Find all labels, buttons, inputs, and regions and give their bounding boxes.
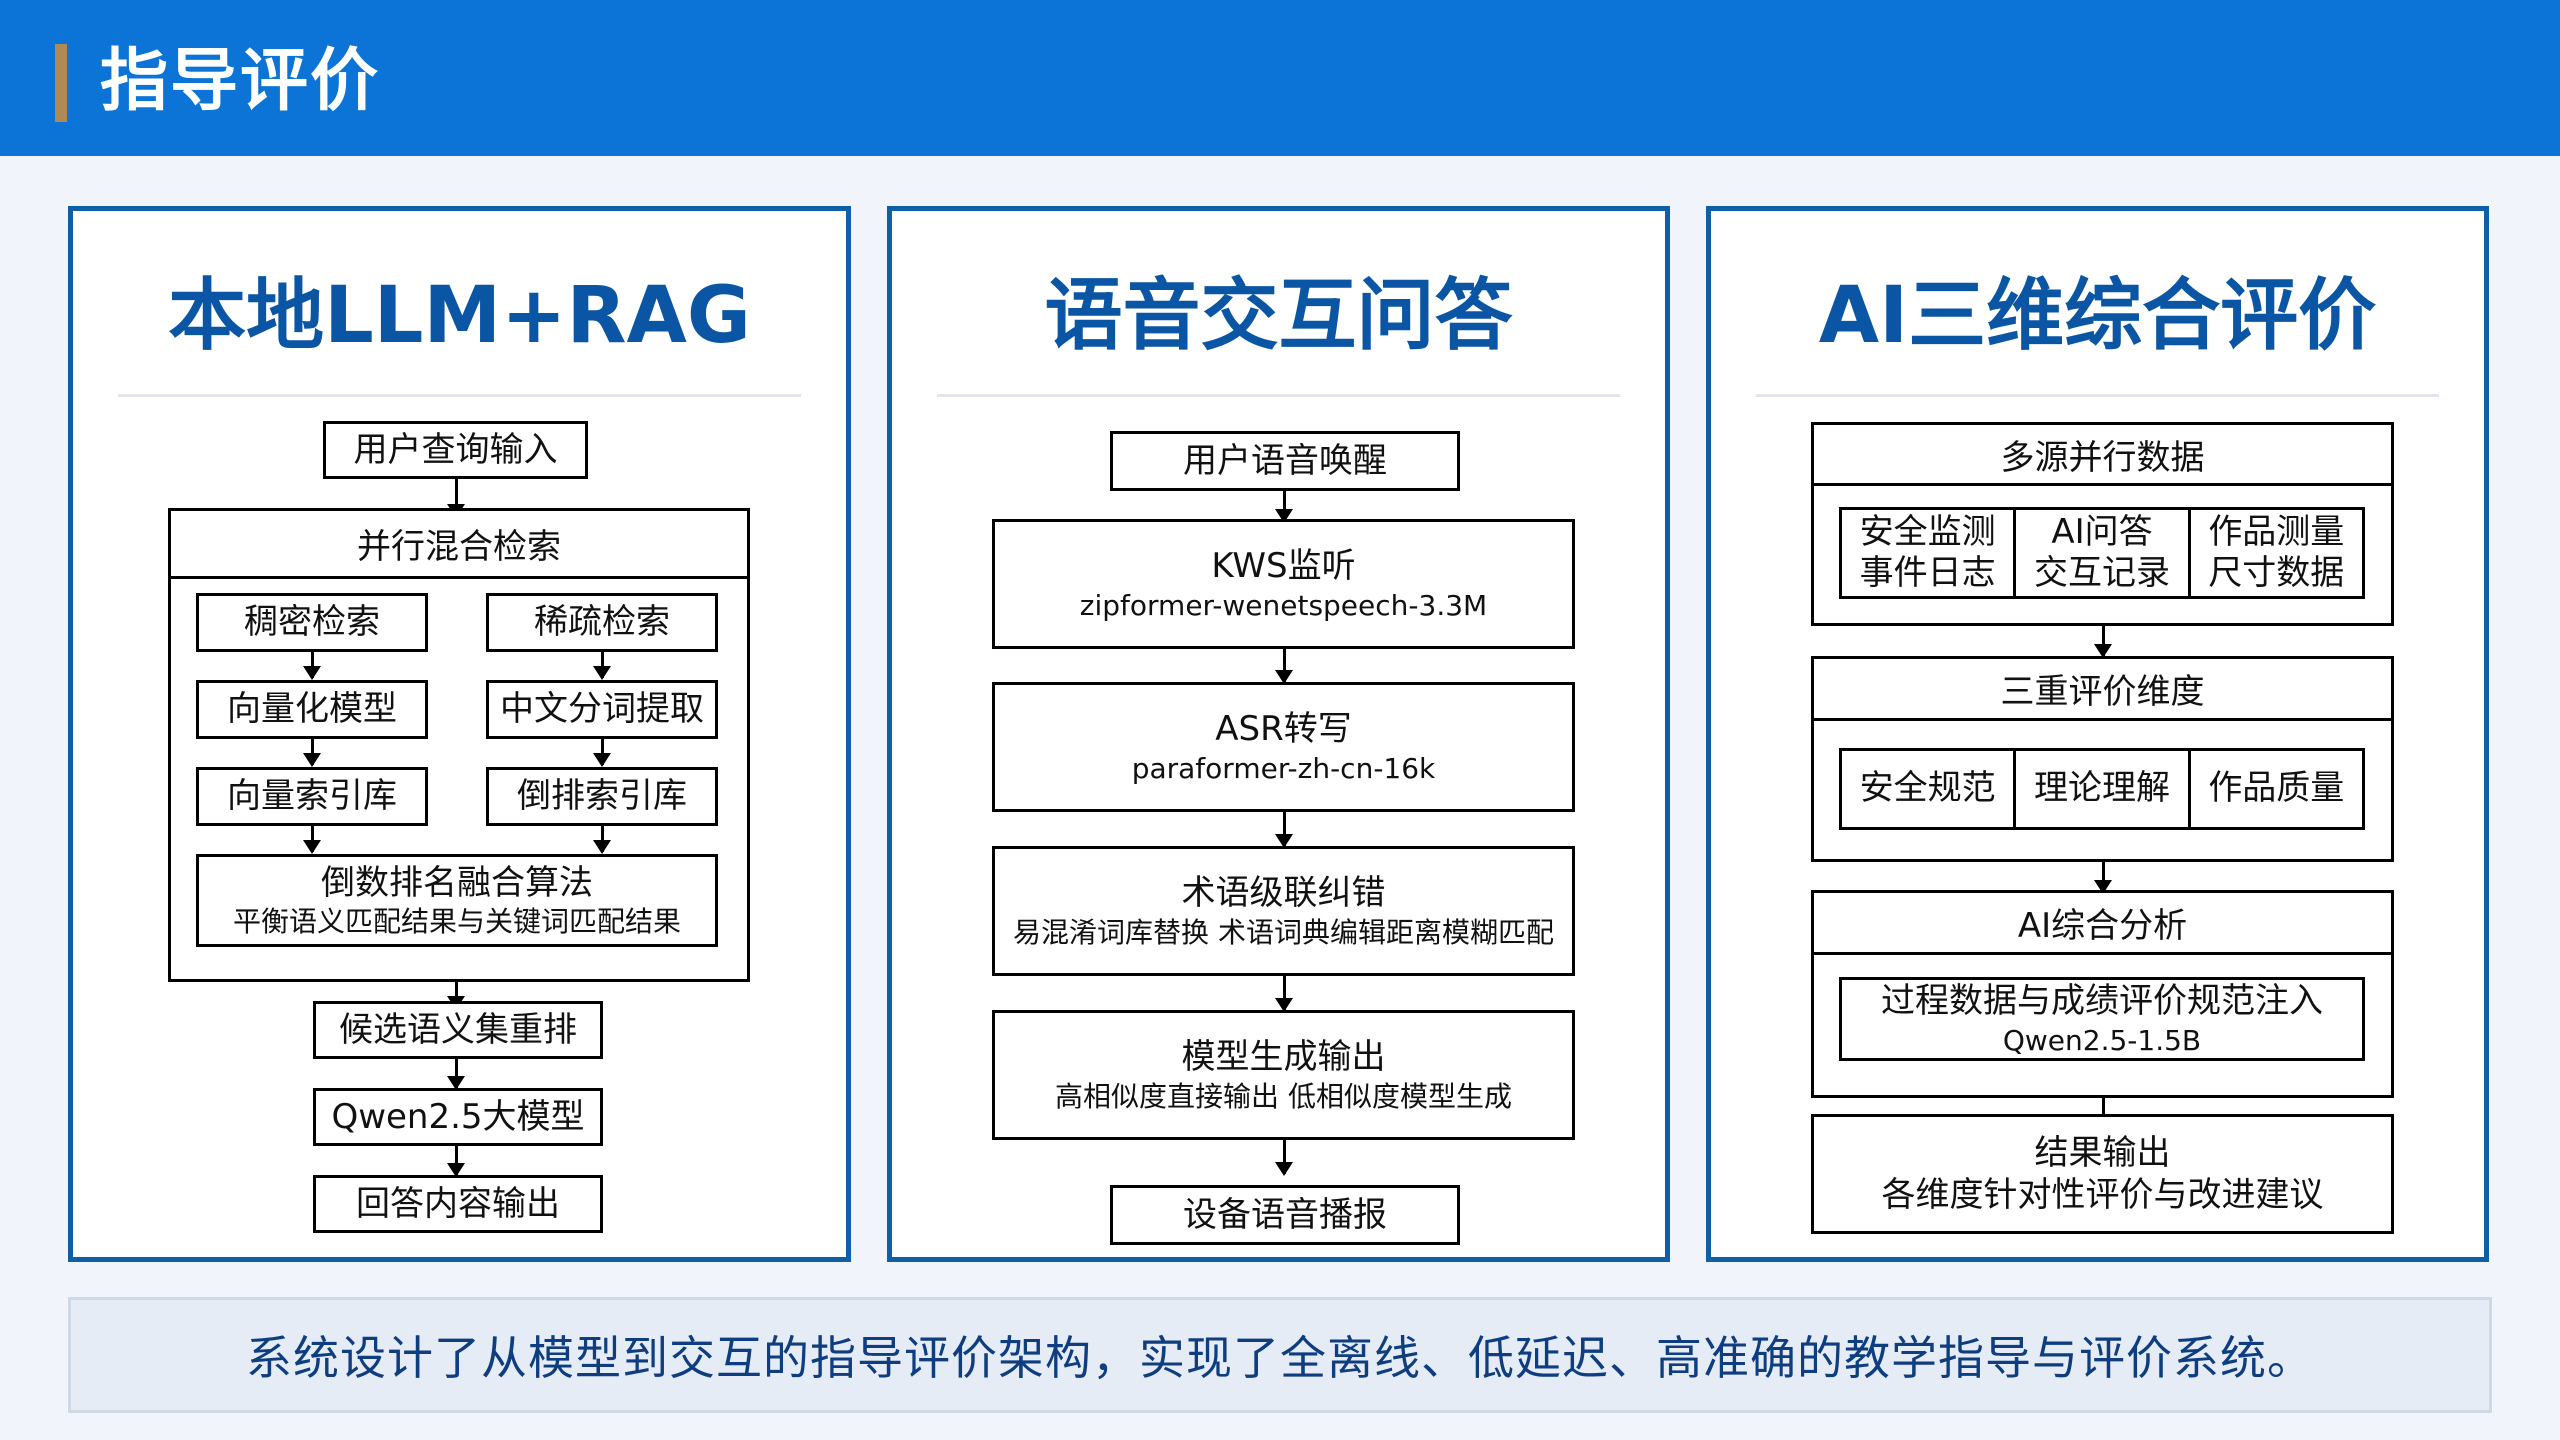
flow-arrow bbox=[303, 652, 321, 680]
flow-arrow bbox=[447, 1059, 465, 1090]
sparse-step-1: 稀疏检索 bbox=[486, 593, 718, 652]
result-box: 结果输出 各维度针对性评价与改进建议 bbox=[1811, 1114, 2394, 1234]
dim-safety: 安全规范 bbox=[1842, 751, 2017, 827]
kws-box: KWS监听 zipformer-wenetspeech-3.3M bbox=[992, 519, 1575, 649]
flow-arrow bbox=[447, 1146, 465, 1177]
panel-voice-qa: 语音交互问答 用户语音唤醒 KWS监听 zipformer-wenetspeec… bbox=[887, 206, 1670, 1262]
header-accent bbox=[55, 44, 67, 122]
divider bbox=[1756, 394, 2439, 397]
broadcast-box: 设备语音播报 bbox=[1110, 1185, 1460, 1245]
header-bar: 指导评价 bbox=[0, 0, 2560, 156]
gen-subtitle: 高相似度直接输出 低相似度模型生成 bbox=[1055, 1079, 1512, 1113]
result-title: 结果输出 bbox=[2034, 1132, 2171, 1173]
dimensions-title: 三重评价维度 bbox=[1814, 659, 2391, 721]
cell-line: 事件日志 bbox=[1859, 553, 1996, 593]
asr-box: ASR转写 paraformer-zh-cn-16k bbox=[992, 682, 1575, 812]
flow-arrow bbox=[1275, 491, 1293, 523]
flow-arrow bbox=[303, 739, 321, 767]
cell-line: 交互记录 bbox=[2033, 553, 2170, 593]
cell-line: 安全监测 bbox=[1859, 511, 1996, 552]
generation-box: 模型生成输出 高相似度直接输出 低相似度模型生成 bbox=[992, 1010, 1575, 1140]
rrf-subtitle: 平衡语义匹配结果与关键词匹配结果 bbox=[232, 905, 681, 939]
analysis-inner-box: 过程数据与成绩评价规范注入 Qwen2.5-1.5B bbox=[1839, 977, 2365, 1061]
flow-arrow bbox=[1275, 1140, 1293, 1176]
sources-title: 多源并行数据 bbox=[1814, 425, 2391, 486]
panel-title: 本地LLM+RAG bbox=[168, 271, 751, 361]
term-subtitle: 易混淆词库替换 术语词典编辑距离模糊匹配 bbox=[1013, 915, 1554, 949]
flow-arrow bbox=[593, 826, 611, 854]
hybrid-retrieval-frame: 并行混合检索 稠密检索 向量化模型 向量索引库 稀疏检索 中文分词提取 倒排索引… bbox=[168, 508, 750, 982]
result-subtitle: 各维度针对性评价与改进建议 bbox=[1881, 1175, 2324, 1215]
dense-step-3: 向量索引库 bbox=[196, 767, 428, 826]
analysis-title: AI综合分析 bbox=[1814, 893, 2391, 955]
panel-title: AI三维综合评价 bbox=[1818, 271, 2377, 361]
sparse-step-3: 倒排索引库 bbox=[486, 767, 718, 826]
wake-box: 用户语音唤醒 bbox=[1110, 431, 1460, 491]
divider bbox=[118, 394, 801, 397]
dimensions-frame: 三重评价维度 安全规范 理论理解 作品质量 bbox=[1811, 656, 2394, 862]
flow-arrow bbox=[593, 652, 611, 680]
summary-banner: 系统设计了从模型到交互的指导评价架构，实现了全离线、低延迟、高准确的教学指导与评… bbox=[68, 1297, 2492, 1413]
flow-arrow bbox=[1275, 812, 1293, 848]
flow-arrow bbox=[2094, 626, 2112, 658]
analysis-model: Qwen2.5-1.5B bbox=[2002, 1023, 2202, 1057]
user-query-box: 用户查询输入 bbox=[323, 421, 588, 479]
sources-row: 安全监测 事件日志 AI问答 交互记录 作品测量 尺寸数据 bbox=[1839, 507, 2365, 599]
asr-title: ASR转写 bbox=[1215, 709, 1352, 750]
divider bbox=[937, 394, 1620, 397]
panel-title: 语音交互问答 bbox=[1044, 271, 1513, 361]
sources-frame: 多源并行数据 安全监测 事件日志 AI问答 交互记录 作品测量 尺寸数据 bbox=[1811, 422, 2394, 626]
cell-line: AI问答 bbox=[2051, 511, 2153, 552]
flow-arrow bbox=[303, 826, 321, 854]
kws-title: KWS监听 bbox=[1211, 546, 1356, 587]
source-cell-qa: AI问答 交互记录 bbox=[2016, 510, 2191, 596]
dim-theory: 理论理解 bbox=[2016, 751, 2191, 827]
flow-arrow bbox=[2094, 862, 2112, 894]
source-cell-measure: 作品测量 尺寸数据 bbox=[2191, 510, 2362, 596]
flow-arrow bbox=[593, 739, 611, 767]
dense-step-2: 向量化模型 bbox=[196, 680, 428, 739]
kws-model: zipformer-wenetspeech-3.3M bbox=[1079, 588, 1488, 622]
dim-quality: 作品质量 bbox=[2208, 768, 2345, 809]
rrf-title: 倒数排名融合算法 bbox=[321, 862, 593, 903]
asr-model: paraformer-zh-cn-16k bbox=[1131, 751, 1436, 785]
llm-box: Qwen2.5大模型 bbox=[313, 1088, 603, 1146]
panel-ai-evaluation: AI三维综合评价 多源并行数据 安全监测 事件日志 AI问答 交互记录 作品测量… bbox=[1706, 206, 2489, 1262]
sparse-step-2: 中文分词提取 bbox=[486, 680, 718, 739]
cell-line: 尺寸数据 bbox=[2208, 553, 2345, 593]
page-title: 指导评价 bbox=[100, 42, 381, 121]
term-correction-box: 术语级联纠错 易混淆词库替换 术语词典编辑距离模糊匹配 bbox=[992, 846, 1575, 976]
answer-box: 回答内容输出 bbox=[313, 1175, 603, 1233]
hybrid-retrieval-title: 并行混合检索 bbox=[171, 511, 747, 579]
panel-llm-rag: 本地LLM+RAG 用户查询输入 并行混合检索 稠密检索 向量化模型 向量索引库… bbox=[68, 206, 851, 1262]
rerank-box: 候选语义集重排 bbox=[313, 1001, 603, 1059]
analysis-inner-text: 过程数据与成绩评价规范注入 bbox=[1881, 981, 2323, 1022]
analysis-frame: AI综合分析 过程数据与成绩评价规范注入 Qwen2.5-1.5B bbox=[1811, 890, 2394, 1098]
dense-step-1: 稠密检索 bbox=[196, 593, 428, 652]
rrf-fusion-box: 倒数排名融合算法 平衡语义匹配结果与关键词匹配结果 bbox=[196, 854, 718, 947]
cell-line: 作品测量 bbox=[2208, 511, 2345, 552]
source-cell-safety: 安全监测 事件日志 bbox=[1842, 510, 2017, 596]
gen-title: 模型生成输出 bbox=[1181, 1037, 1386, 1078]
dimensions-row: 安全规范 理论理解 作品质量 bbox=[1839, 748, 2365, 830]
flow-arrow bbox=[1275, 649, 1293, 684]
term-title: 术语级联纠错 bbox=[1181, 873, 1386, 914]
flow-arrow bbox=[1275, 976, 1293, 1012]
